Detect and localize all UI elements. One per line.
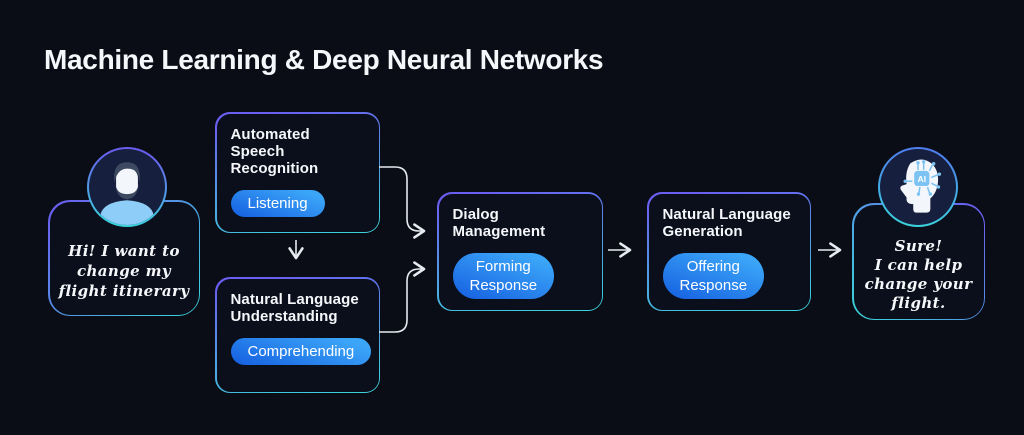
user-message-bubble: Hi! I want to change my flight itinerary bbox=[48, 200, 200, 316]
stage-pill-offering-response: Offering Response bbox=[662, 252, 765, 299]
stage-title: Natural Language Understanding bbox=[230, 290, 359, 325]
stage-title: Natural Language Generation bbox=[662, 205, 791, 240]
stage-card-natural-language-understanding: Natural Language Understanding Comprehen… bbox=[215, 277, 380, 393]
stage-title: Dialog Management bbox=[452, 205, 546, 240]
stage-pill-listening: Listening bbox=[230, 189, 325, 217]
ai-brain-head-icon: AI bbox=[900, 159, 942, 213]
stage-card-dialog-management: Dialog Management Forming Response bbox=[437, 192, 603, 311]
page-title: Machine Learning & Deep Neural Networks bbox=[44, 44, 604, 75]
person-avatar-icon bbox=[100, 162, 154, 225]
svg-text:AI: AI bbox=[918, 174, 927, 184]
user-message-text: Hi! I want to change my flight itinerary bbox=[58, 242, 190, 300]
nlu-merge-to-dialog-arrow bbox=[379, 261, 426, 333]
asr-merge-to-dialog-arrow bbox=[379, 166, 426, 239]
stage-card-automated-speech-recognition: Automated Speech Recognition Listening bbox=[215, 112, 380, 233]
ai-avatar: AI bbox=[878, 147, 958, 227]
stage-title: Automated Speech Recognition bbox=[230, 125, 319, 177]
ai-message-text: Sure! I can help change your flight. bbox=[864, 236, 973, 312]
stage-card-natural-language-generation: Natural Language Generation Offering Res… bbox=[647, 192, 811, 311]
user-avatar bbox=[87, 147, 167, 227]
stage-pill-forming-response: Forming Response bbox=[452, 252, 555, 299]
stage-pill-comprehending: Comprehending bbox=[230, 337, 372, 365]
